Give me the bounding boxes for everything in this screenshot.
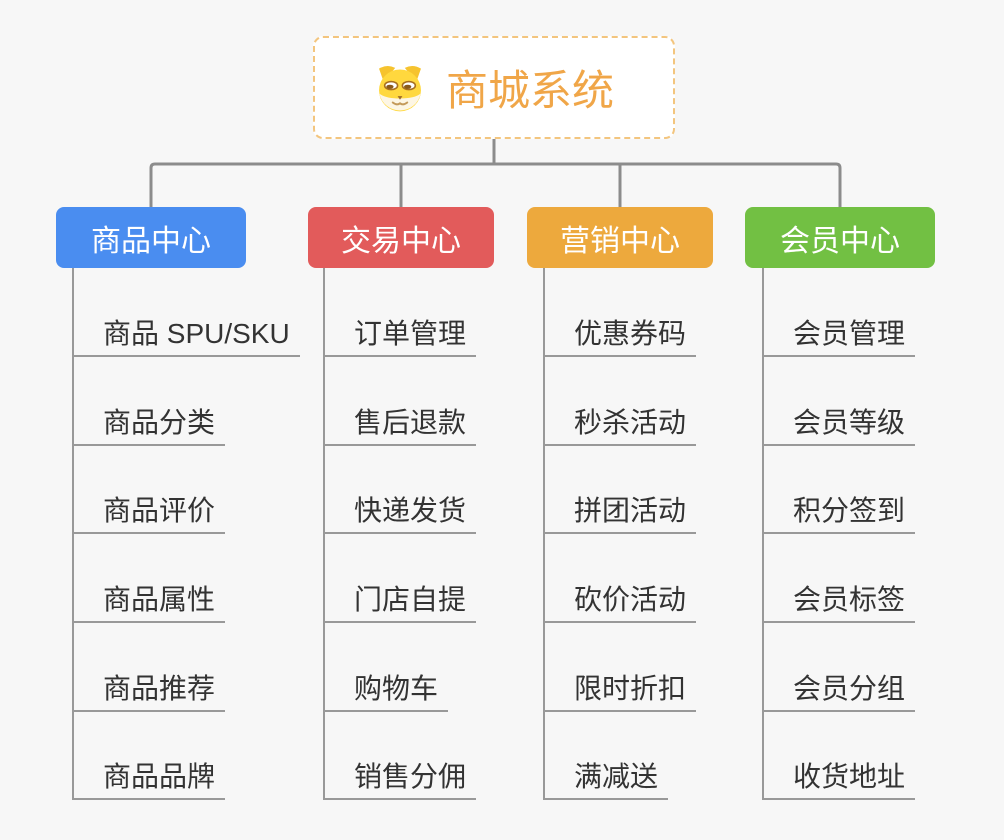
child-node[interactable]: 会员等级 — [764, 400, 916, 446]
child-node[interactable]: 限时折扣 — [545, 666, 697, 712]
root-node[interactable]: 商城系统 — [313, 36, 675, 139]
branch-label: 商品中心 — [91, 224, 211, 258]
child-node[interactable]: 会员分组 — [764, 666, 916, 712]
child-node[interactable]: 满减送 — [545, 754, 669, 800]
child-node[interactable]: 门店自提 — [325, 577, 477, 623]
child-node[interactable]: 收货地址 — [764, 754, 916, 800]
branch-label: 会员中心 — [780, 224, 900, 258]
branch-node-trade-center[interactable]: 交易中心 — [308, 207, 494, 268]
doge-icon — [379, 65, 421, 111]
child-node[interactable]: 商品 SPU/SKU — [74, 311, 300, 357]
child-node[interactable]: 购物车 — [325, 666, 449, 712]
child-node[interactable]: 会员管理 — [764, 311, 916, 357]
child-node[interactable]: 商品分类 — [74, 400, 226, 446]
child-node[interactable]: 优惠券码 — [545, 311, 697, 357]
branch-children-product-center: 商品 SPU/SKU 商品分类 商品评价 商品属性 商品推荐 商品品牌 — [72, 268, 300, 800]
child-node[interactable]: 砍价活动 — [545, 577, 697, 623]
child-node[interactable]: 商品评价 — [74, 488, 226, 534]
child-node[interactable]: 订单管理 — [325, 311, 477, 357]
child-node[interactable]: 秒杀活动 — [545, 400, 697, 446]
branch-children-member-center: 会员管理 会员等级 积分签到 会员标签 会员分组 收货地址 — [762, 268, 916, 800]
branch-children-marketing-center: 优惠券码 秒杀活动 拼团活动 砍价活动 限时折扣 满减送 — [543, 268, 697, 800]
branch-label: 营销中心 — [560, 224, 680, 258]
child-node[interactable]: 售后退款 — [325, 400, 477, 446]
branch-node-product-center[interactable]: 商品中心 — [56, 207, 246, 268]
branch-bus-line — [149, 162, 842, 207]
child-node[interactable]: 会员标签 — [764, 577, 916, 623]
branch-node-marketing-center[interactable]: 营销中心 — [527, 207, 713, 268]
root-label: 商城系统 — [445, 67, 614, 114]
child-node[interactable]: 商品品牌 — [74, 754, 226, 800]
child-node[interactable]: 拼团活动 — [545, 488, 697, 534]
child-node[interactable]: 商品推荐 — [74, 666, 226, 712]
branch-label: 交易中心 — [341, 224, 461, 258]
child-node[interactable]: 快递发货 — [325, 488, 477, 534]
child-node[interactable]: 销售分佣 — [325, 754, 477, 800]
child-node[interactable]: 积分签到 — [764, 488, 916, 534]
child-node[interactable]: 商品属性 — [74, 577, 226, 623]
branch-children-trade-center: 订单管理 售后退款 快递发货 门店自提 购物车 销售分佣 — [323, 268, 477, 800]
branch-node-member-center[interactable]: 会员中心 — [745, 207, 935, 268]
